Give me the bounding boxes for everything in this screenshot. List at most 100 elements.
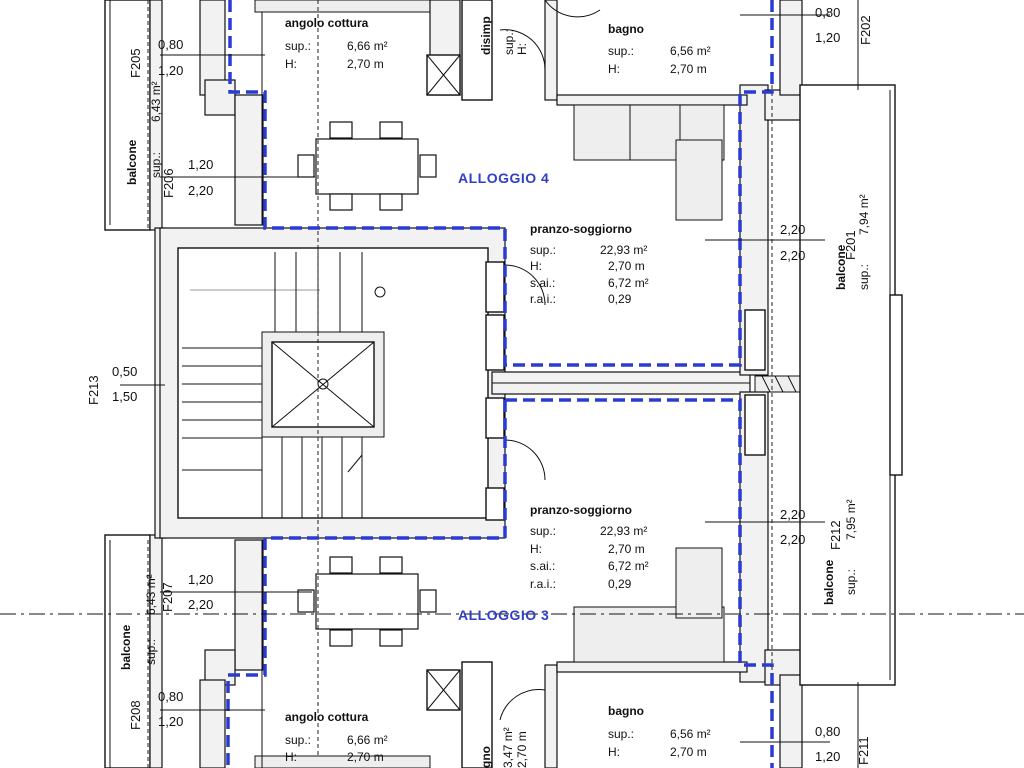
h-label: H: (285, 57, 297, 71)
rai-value: 0,29 (608, 577, 632, 591)
window-height: 1,20 (158, 63, 183, 78)
balcony-name: balcone (834, 244, 848, 290)
room-name: disimp (479, 16, 493, 55)
stair-treads-lower (182, 437, 363, 518)
window-id: F202 (858, 15, 873, 45)
left-balcony-top (104, 0, 151, 231)
window-id: F212 (828, 520, 843, 550)
sup-value: 3,47 m² (501, 727, 515, 768)
balcony-name: balcone (822, 559, 836, 605)
h-value: 2,70 m (670, 62, 707, 76)
top-interior-walls (254, 0, 748, 225)
sai-value: 6,72 m² (608, 559, 649, 573)
window-width: 1,20 (188, 157, 213, 172)
h-value: 2,70 m (347, 750, 384, 764)
room-name: angolo cottura (285, 16, 369, 30)
sup-label: sup.: (530, 243, 556, 257)
window-height: 2,20 (188, 183, 213, 198)
window-height: 1,50 (112, 389, 137, 404)
balcony-sup-value: 6,43 m² (144, 574, 158, 615)
window-width: 2,20 (780, 222, 805, 237)
h-label: H: (608, 745, 620, 759)
balcony-name: balcone (125, 139, 139, 185)
h-value: 2,70 m (347, 57, 384, 71)
window-height: 1,20 (815, 749, 840, 764)
unit-3-outline (226, 398, 774, 768)
rai-label: r.a.i.: (530, 292, 556, 306)
stair-treads-left (182, 347, 262, 439)
window-height: 1,20 (158, 714, 183, 729)
window-id: F201 (843, 230, 858, 260)
sai-value: 6,72 m² (608, 276, 649, 290)
sup-value: 6,56 m² (670, 44, 711, 58)
balcony-sup-value: 6,43 m² (149, 81, 163, 122)
window-id: F213 (86, 375, 101, 405)
unit-label: ALLOGGIO 3 (458, 607, 549, 623)
room-name: pranzo-soggiorno (530, 222, 632, 236)
window-id: F205 (128, 48, 143, 78)
window-width: 0,80 (815, 5, 840, 20)
window-id: F211 (856, 736, 871, 765)
sup-label: sup.: (285, 39, 311, 53)
bottom-interior-walls (254, 540, 748, 768)
h-label: H: (515, 43, 529, 55)
h-value: 2,70 m (608, 259, 645, 273)
right-balcony (771, 0, 903, 768)
window-width: 0,80 (815, 724, 840, 739)
leader-lines (120, 14, 830, 743)
sup-value: 6,66 m² (347, 39, 388, 53)
room-name: angolo cottura (285, 710, 369, 724)
balcony-sup-value: 7,95 m² (844, 499, 858, 540)
h-label: H: (285, 750, 297, 764)
window-width: 0,80 (158, 37, 183, 52)
h-label: H: (530, 259, 542, 273)
h-label: H: (608, 62, 620, 76)
balcony-sup-label: sup.: (844, 569, 858, 595)
sup-value: 22,93 m² (600, 243, 647, 257)
room-name: pranzo-soggiorno (530, 503, 632, 517)
rai-label: r.a.i.: (530, 577, 556, 591)
balcony-sup-value: 7,94 m² (857, 194, 871, 235)
sai-label: s.ai.: (530, 276, 555, 290)
window-id: F207 (160, 582, 175, 612)
room-name: bagno (608, 704, 644, 718)
window-id: F206 (161, 168, 176, 198)
dining-table-top (297, 0, 437, 330)
window-height: 2,20 (780, 532, 805, 547)
unit-label: ALLOGGIO 4 (458, 170, 549, 186)
h-value: 2,70 m (515, 731, 529, 768)
balcony-name: balcone (119, 624, 133, 670)
h-value: 2,70 m (608, 542, 645, 556)
sup-label: sup.: (530, 524, 556, 538)
sup-label: sup.: (608, 44, 634, 58)
h-value: 2,70 m (670, 745, 707, 759)
window-height: 2,20 (188, 597, 213, 612)
sup-value: 6,66 m² (347, 733, 388, 747)
sup-label: sup.: (608, 727, 634, 741)
window-width: 1,20 (188, 572, 213, 587)
sup-value: 22,93 m² (600, 524, 647, 538)
sup-label: sup.: (502, 29, 516, 55)
rai-value: 0,29 (608, 292, 632, 306)
window-width: 2,20 (780, 507, 805, 522)
window-height: 1,20 (815, 30, 840, 45)
window-width: 0,80 (158, 689, 183, 704)
window-height: 2,20 (780, 248, 805, 263)
window-width: 0,50 (112, 364, 137, 379)
sup-label: sup.: (285, 733, 311, 747)
right-walls (739, 0, 806, 768)
room-name: bagno (608, 22, 644, 36)
h-label: H: (530, 542, 542, 556)
balcony-sup-label: sup.: (149, 152, 163, 178)
stairwell (159, 227, 506, 539)
room-name: gno (479, 746, 493, 768)
balcony-sup-label: sup.: (857, 264, 871, 290)
dining-table-bottom (297, 520, 437, 768)
window-id: F208 (128, 700, 143, 730)
doors-living (485, 261, 546, 521)
unit-4-outline (228, 0, 774, 367)
sai-label: s.ai.: (530, 559, 555, 573)
balcony-sup-label: sup.: (144, 639, 158, 665)
sup-value: 6,56 m² (670, 727, 711, 741)
